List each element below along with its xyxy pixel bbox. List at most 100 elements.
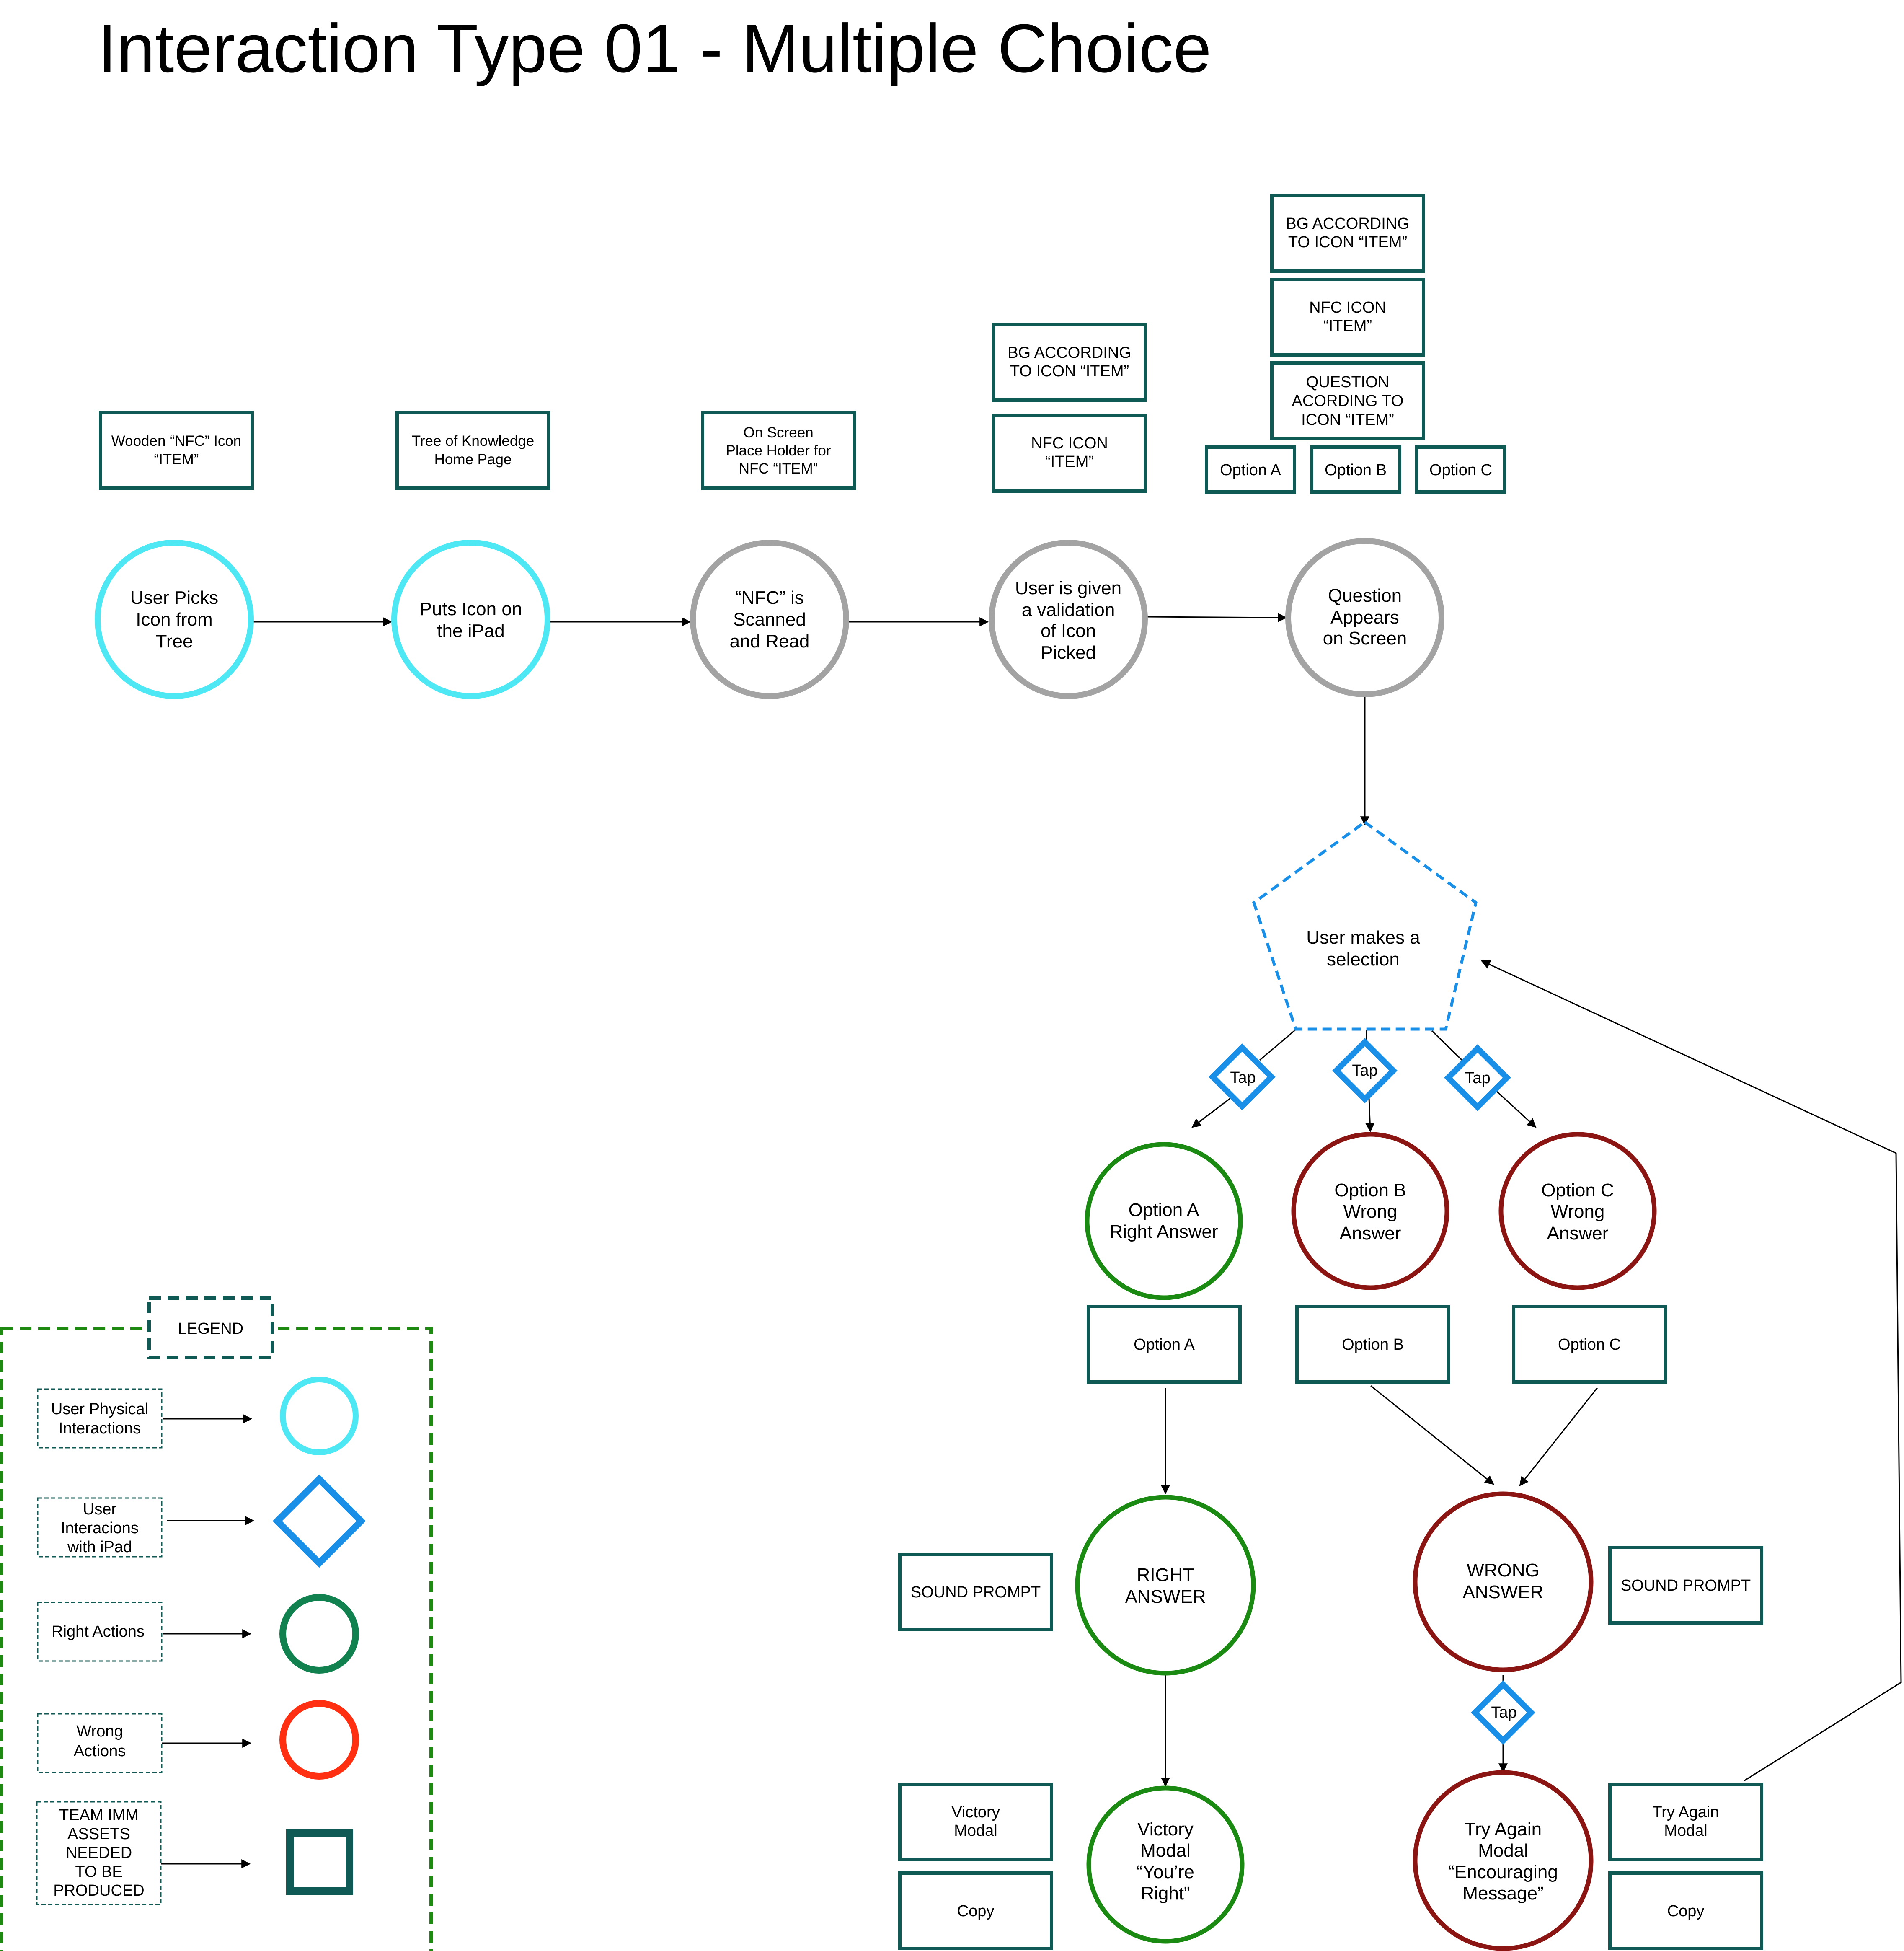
- connectors: [251, 613, 1902, 1787]
- svg-text:NFC ICON“ITEM”: NFC ICON“ITEM”: [1031, 435, 1108, 471]
- wrong-action-node: [1413, 1491, 1594, 1672]
- line-selection-tap-c: [1431, 1030, 1463, 1061]
- wrong-action-node: [1413, 1770, 1594, 1951]
- asset-nfc-item-step4: NFC ICON“ITEM”: [992, 414, 1147, 493]
- asset-option-a: Option A: [1087, 1305, 1242, 1384]
- asset-option-c: Option C: [1512, 1305, 1667, 1384]
- asset-option-c-top: Option C: [1415, 445, 1506, 494]
- tap-icon: [1471, 1680, 1535, 1745]
- svg-text:Tap: Tap: [1465, 1069, 1490, 1087]
- system-step-node: [1285, 538, 1444, 697]
- svg-text:SOUND PROMPT: SOUND PROMPT: [1621, 1577, 1751, 1594]
- arrow-option-c-wrong: [1519, 1387, 1598, 1486]
- right-action-node: [1085, 1142, 1243, 1300]
- physical-legend-circle: [280, 1377, 359, 1455]
- svg-text:Option A: Option A: [1134, 1336, 1195, 1353]
- legend-title: LEGEND: [178, 1320, 243, 1338]
- asset-sound-prompt-wrong: SOUND PROMPT: [1608, 1546, 1763, 1625]
- arrow-option-b-wrong: [1370, 1385, 1494, 1485]
- svg-text:Copy: Copy: [1667, 1902, 1705, 1920]
- asset-copy-right: Copy: [898, 1871, 1053, 1950]
- right-action-node: [1075, 1495, 1256, 1676]
- asset-nfc-item-step5: NFC ICON“ITEM”: [1270, 278, 1425, 357]
- arrow-tap-c-option-c: [1495, 1089, 1537, 1128]
- svg-text:Copy: Copy: [957, 1902, 995, 1920]
- selection-pentagon: [1252, 820, 1478, 1031]
- asset-sound-prompt-right: SOUND PROMPT: [898, 1553, 1053, 1631]
- arrow-step4-step5: [1145, 613, 1287, 622]
- svg-text:Right Actions: Right Actions: [52, 1623, 145, 1640]
- svg-text:Tap: Tap: [1491, 1704, 1516, 1721]
- tap-icon: [1444, 1044, 1511, 1111]
- svg-text:Option A: Option A: [1220, 461, 1281, 479]
- legend-title-box: [147, 1296, 274, 1359]
- svg-text:Option C: Option C: [1429, 461, 1492, 479]
- physical-interaction-node: [391, 540, 550, 699]
- asset-option-b: Option B: [1295, 1305, 1450, 1384]
- tap-diamond-a: Tap: [1209, 1043, 1276, 1110]
- asset-wooden-icon: Wooden “NFC” Icon“ITEM”: [99, 411, 254, 490]
- line-selection-tap-a: [1259, 1029, 1296, 1061]
- svg-text:Option C: Option C: [1558, 1336, 1621, 1353]
- system-step-node: [690, 540, 849, 699]
- svg-text:Option B: Option B: [1342, 1336, 1404, 1353]
- system-step-node: [989, 540, 1148, 699]
- wrong-action-node: [1498, 1132, 1657, 1290]
- legend-right: Right Actions: [37, 1594, 359, 1674]
- tap-diamond-c: Tap: [1444, 1044, 1511, 1111]
- arrow-tap-b-option-b: [1365, 1097, 1375, 1133]
- tap-legend-diamond: [272, 1474, 366, 1568]
- page-title: Interaction Type 01 - Multiple Choice: [98, 10, 1212, 87]
- arrow-try-again-loop: [1481, 960, 1902, 1782]
- asset-option-a-top: Option A: [1205, 445, 1296, 494]
- asset-copy-wrong: Copy: [1608, 1871, 1763, 1950]
- tap-icon: [1209, 1043, 1276, 1110]
- svg-text:Wooden “NFC” Icon“ITEM”: Wooden “NFC” Icon“ITEM”: [111, 433, 242, 468]
- physical-interaction-node: [95, 540, 254, 699]
- wrong-action-node: [1291, 1132, 1449, 1290]
- tap-diamond-retry: Tap: [1471, 1680, 1535, 1745]
- svg-text:Tap: Tap: [1230, 1069, 1256, 1087]
- svg-text:NFC ICON“ITEM”: NFC ICON“ITEM”: [1309, 299, 1386, 335]
